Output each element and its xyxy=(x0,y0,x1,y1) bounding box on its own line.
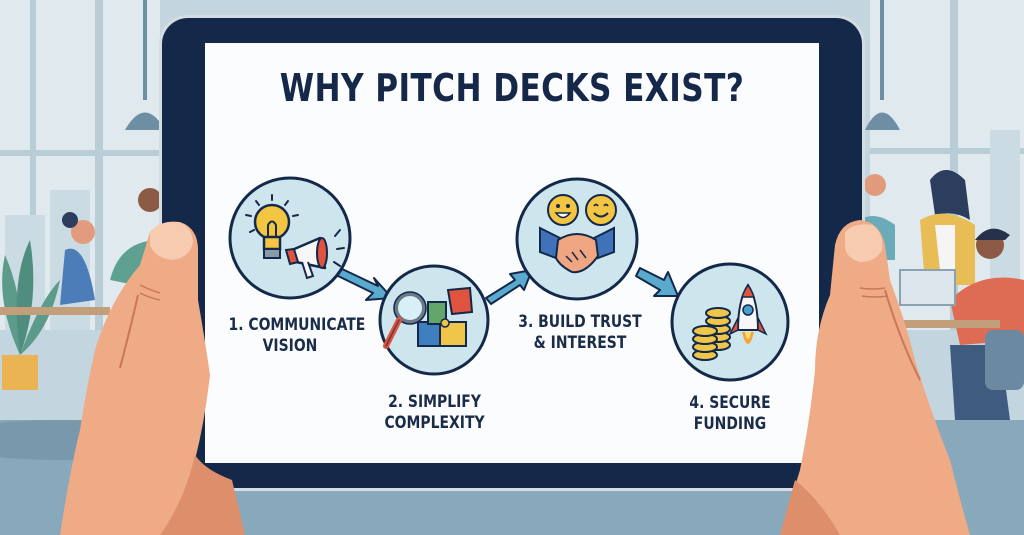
slide-title: WHY PITCH DECKS EXIST? xyxy=(279,66,745,110)
step2-label-line2: COMPLEXITY xyxy=(384,413,485,433)
arrow-step1-to-step2 xyxy=(335,267,393,301)
step1-circle xyxy=(228,176,352,300)
step2-label-line1: 2. SIMPLIFY xyxy=(388,392,481,412)
step3-label-line2: & INTEREST xyxy=(533,333,627,353)
arrow-step2-to-step3 xyxy=(485,269,533,305)
magnifying-glass-icon xyxy=(383,291,427,349)
smiley-face-icon xyxy=(547,194,617,226)
lightbulb-icon xyxy=(245,194,299,259)
step1-label: 1. COMMUNICATE VISION xyxy=(228,315,366,357)
coin-stack-icon xyxy=(692,307,731,361)
megaphone-icon xyxy=(284,229,345,280)
step1-label-line2: VISION xyxy=(262,336,318,356)
step1-label-line1: 1. COMMUNICATE xyxy=(228,315,366,335)
puzzle-icon xyxy=(417,286,474,347)
handshake-icon xyxy=(539,226,615,274)
step4-label-line2: FUNDING xyxy=(693,414,767,434)
step4-label: 4. SECURE FUNDING xyxy=(673,393,788,435)
step4-label-line1: 4. SECURE xyxy=(689,393,771,413)
rocket-icon xyxy=(728,283,768,344)
step3-circle xyxy=(515,177,639,301)
step2-label: 2. SIMPLIFY COMPLEXITY xyxy=(375,392,494,434)
step3-label: 3. BUILD TRUST & INTEREST xyxy=(514,312,645,354)
step2-circle xyxy=(378,264,490,376)
step3-label-line1: 3. BUILD TRUST xyxy=(518,312,642,332)
step4-circle xyxy=(670,262,790,382)
arrow-step3-to-step4 xyxy=(635,267,679,297)
